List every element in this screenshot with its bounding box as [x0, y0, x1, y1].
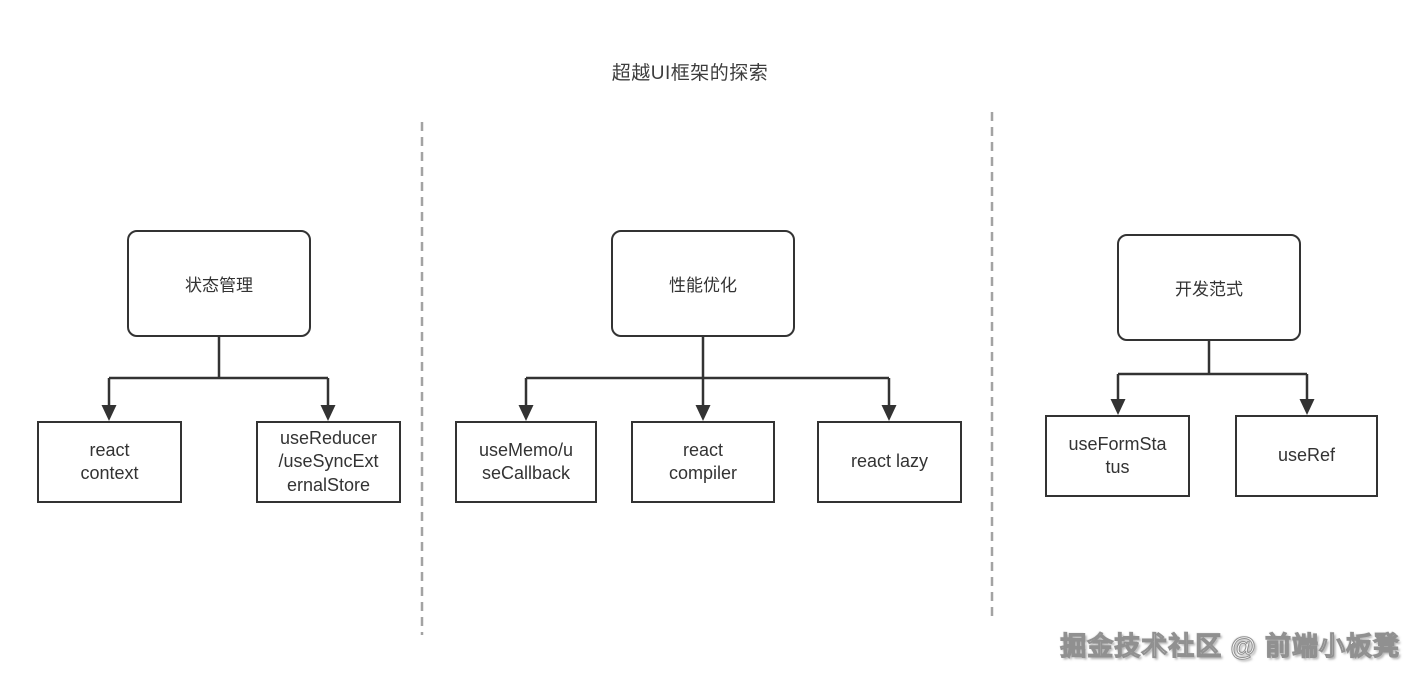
connector-state-management: [107, 337, 330, 406]
node-state-management: 状态管理: [127, 230, 311, 337]
node-useformstatus: useFormSta tus: [1045, 415, 1190, 497]
node-useref: useRef: [1235, 415, 1378, 497]
arrowhead-icon: [1299, 399, 1315, 415]
watermark: 掘金技术社区 @ 前端小板凳: [1060, 631, 1400, 662]
arrowhead-icon: [101, 405, 117, 421]
connector-development-paradigm: [1116, 341, 1309, 400]
arrowhead-icon: [1110, 399, 1126, 415]
node-react-compiler: react compiler: [631, 421, 775, 503]
node-usememo-usecallback: useMemo/u seCallback: [455, 421, 597, 503]
connector-performance-optimization: [524, 337, 891, 406]
page-title: 超越UI框架的探索: [611, 63, 769, 84]
node-react-context: react context: [37, 421, 182, 503]
arrowhead-icon: [320, 405, 336, 421]
arrowhead-icon: [881, 405, 897, 421]
node-usereducer-usesyncexternalstore: useReducer /useSyncExt ernalStore: [256, 421, 401, 503]
node-react-lazy: react lazy: [817, 421, 962, 503]
node-development-paradigm: 开发范式: [1117, 234, 1301, 341]
arrowhead-icon: [695, 405, 711, 421]
arrowhead-icon: [518, 405, 534, 421]
node-performance-optimization: 性能优化: [611, 230, 795, 337]
